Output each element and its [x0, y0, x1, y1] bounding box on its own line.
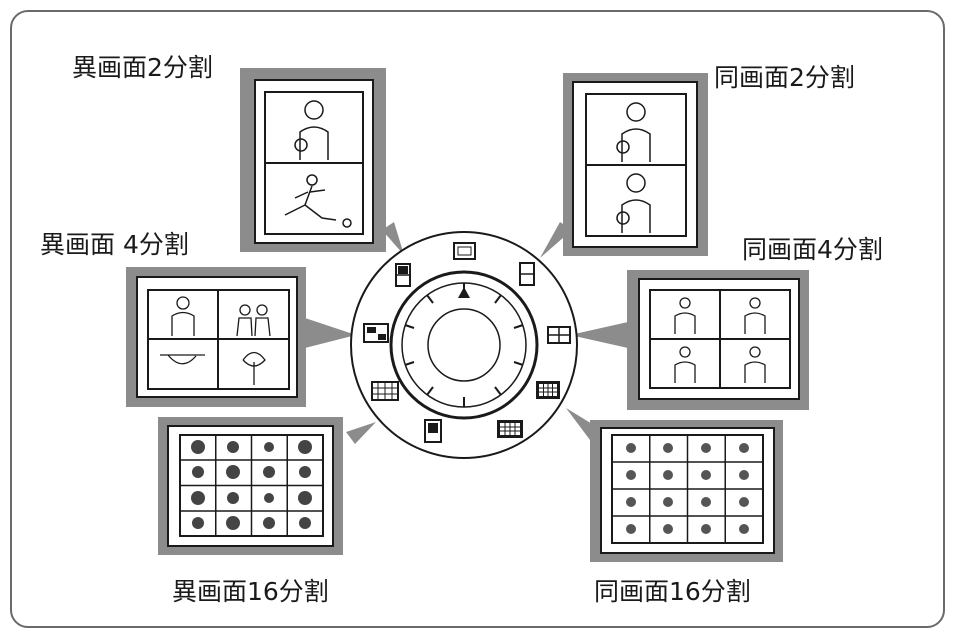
label-diff16: 異画面16分割: [172, 577, 329, 606]
panel-diff2: [240, 68, 386, 252]
connector-diff2: [382, 222, 404, 255]
full-screen-icon[interactable]: [453, 242, 476, 260]
split-4-different-icon[interactable]: [363, 323, 389, 343]
dial-pointer-icon: [458, 287, 470, 298]
split-2-same-icon[interactable]: [519, 262, 535, 286]
runner-figure: [284, 174, 352, 228]
person-figure-bottom: [616, 173, 651, 233]
person-figure-top: [616, 102, 651, 162]
panel-diff4: [126, 267, 306, 407]
mode-dial[interactable]: [350, 231, 578, 459]
person-figure: [294, 100, 329, 160]
label-diff2: 異画面2分割: [72, 53, 213, 82]
panel-same4: [627, 270, 809, 410]
label-same4: 同画面4分割: [742, 235, 883, 264]
single-screen-icon[interactable]: [424, 419, 442, 443]
connectors: [305, 222, 628, 444]
connector-same4: [570, 322, 628, 348]
split-16-dark-icon[interactable]: [497, 420, 523, 438]
split-16-different-icon[interactable]: [371, 381, 399, 401]
split-2-different-icon[interactable]: [395, 263, 411, 287]
label-same2: 同画面2分割: [714, 63, 855, 92]
connector-diff4: [305, 318, 356, 348]
panel-same2: [563, 73, 708, 256]
connector-diff16: [346, 422, 376, 444]
split-4-same-icon[interactable]: [547, 326, 571, 344]
split-16-same-icon[interactable]: [536, 381, 560, 399]
panel-diff16: [158, 417, 343, 555]
label-diff4: 異画面 4分割: [40, 230, 189, 259]
diagram-frame: [10, 10, 945, 628]
panel-same16: [590, 420, 783, 562]
label-same16: 同画面16分割: [594, 577, 751, 606]
